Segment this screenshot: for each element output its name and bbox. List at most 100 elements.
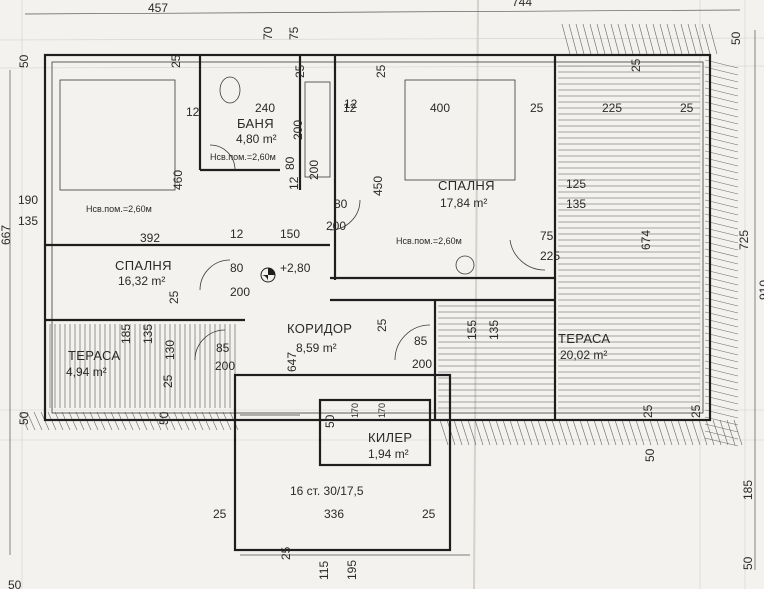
hatch-line (596, 23, 606, 55)
hatch-line (586, 419, 596, 446)
hatch-line (488, 419, 498, 446)
room-area-terrace-left: 4,94 m² (66, 365, 107, 379)
room-area-bedroom-left: 16,32 m² (118, 274, 165, 288)
outer-wall-inner-line (51, 61, 704, 414)
room-name-bathroom: БАНЯ (237, 116, 274, 131)
dim-400: 400 (430, 101, 450, 115)
hatch-line (509, 419, 519, 446)
hatch-line (593, 419, 603, 446)
dim-135b: 135 (141, 324, 155, 344)
hatch-line (607, 419, 617, 446)
door-arc-terrace-left (194, 329, 226, 361)
dim-85a: 85 (216, 341, 230, 355)
dim-top-457: 457 (148, 1, 168, 15)
dim-200f: 200 (412, 357, 432, 371)
dim-185: 185 (119, 324, 133, 344)
hatch-line (663, 419, 673, 446)
dim-80b: 80 (230, 261, 244, 275)
hatch-line (537, 419, 547, 446)
dim-left-50: 50 (17, 54, 31, 68)
ceiling-note-bathroom: Нсв.пом.=2,60м (210, 152, 276, 162)
dim-200a: 200 (291, 120, 305, 140)
hatch-line (628, 419, 638, 446)
door-arc-bath (209, 144, 236, 171)
dim-12b: 12 (343, 101, 357, 115)
hatch-line (680, 23, 690, 55)
hatch-line (568, 23, 578, 55)
room-name-pantry: КИЛЕР (368, 430, 412, 445)
hatch-line (589, 23, 599, 55)
dim-left-50c: 50 (8, 578, 22, 589)
hatch-line (614, 419, 624, 446)
hatch-line (642, 419, 652, 446)
bath-symbol (304, 81, 331, 178)
hatch-line (708, 23, 718, 55)
toilet-symbol (219, 76, 241, 104)
room-area-corridor: 8,59 m² (296, 341, 337, 355)
hatch-line (502, 419, 512, 446)
hatch-line (582, 23, 592, 55)
hatch-line (495, 419, 505, 446)
hatch-line (481, 419, 491, 446)
outer-wall (43, 53, 712, 422)
dim-25h: 25 (161, 374, 175, 388)
hatch-line (621, 419, 631, 446)
bed-right (404, 79, 516, 181)
level-marker (260, 267, 276, 283)
hatch-line (726, 419, 736, 446)
hatch-line (635, 419, 645, 446)
dim-200c: 200 (230, 285, 250, 299)
dim-80c: 80 (334, 197, 348, 211)
dim-80a: 80 (283, 156, 297, 170)
hatch-line (467, 419, 477, 446)
dim-left-190: 190 (18, 193, 38, 207)
dim-460: 460 (171, 170, 185, 190)
hatch-line (701, 23, 711, 55)
dim-240: 240 (255, 101, 275, 115)
hatch-line (645, 23, 655, 55)
hatch-line (638, 23, 648, 55)
hatch-line (691, 419, 701, 446)
room-name-corridor: КОРИДОР (287, 321, 352, 336)
dim-25n: 25 (279, 546, 293, 560)
floor-drain-symbol (455, 255, 475, 275)
hatch-line (670, 419, 680, 446)
ceiling-note-bedroom-left: Нсв.пом.=2,60м (86, 204, 152, 214)
dim-150: 150 (280, 227, 300, 241)
dim-130: 130 (163, 340, 177, 360)
ceiling-note-bedroom-right: Нсв.пом.=2,60м (396, 236, 462, 246)
hatch-line (712, 419, 722, 446)
dim-647: 647 (285, 352, 299, 372)
dim-25f: 25 (680, 101, 694, 115)
dim-200b: 200 (307, 160, 321, 180)
hatch-line (677, 419, 687, 446)
hatch-line (684, 419, 694, 446)
door-arc-corridor-terrace (394, 324, 431, 361)
dim-25e: 25 (629, 58, 643, 72)
dim-right-50: 50 (729, 31, 743, 45)
walls (43, 53, 712, 552)
hatch-line (439, 419, 449, 446)
door-arc-bedroom-right (329, 199, 361, 231)
bed-left (59, 79, 176, 191)
dim-336: 336 (324, 507, 344, 521)
stairs-note: 16 ст. 30/17,5 (290, 484, 364, 498)
level-mark-label: +2,80 (280, 261, 311, 275)
dim-170b: 170 (377, 403, 387, 418)
hatch-line (572, 419, 582, 446)
dim-25m: 25 (422, 507, 436, 521)
hatch-line (530, 419, 540, 446)
hatch-line (617, 23, 627, 55)
hatch-line (652, 23, 662, 55)
hatch-line (631, 23, 641, 55)
dim-225a: 225 (602, 101, 622, 115)
dim-right-725: 725 (737, 230, 751, 250)
dim-155: 155 (465, 320, 479, 340)
door-swings (194, 144, 546, 361)
dim-left-50b: 50 (17, 411, 31, 425)
hatch-line (544, 419, 554, 446)
dim-25b: 25 (293, 64, 307, 78)
hatch-line (516, 419, 526, 446)
dim-25j: 25 (641, 404, 655, 418)
